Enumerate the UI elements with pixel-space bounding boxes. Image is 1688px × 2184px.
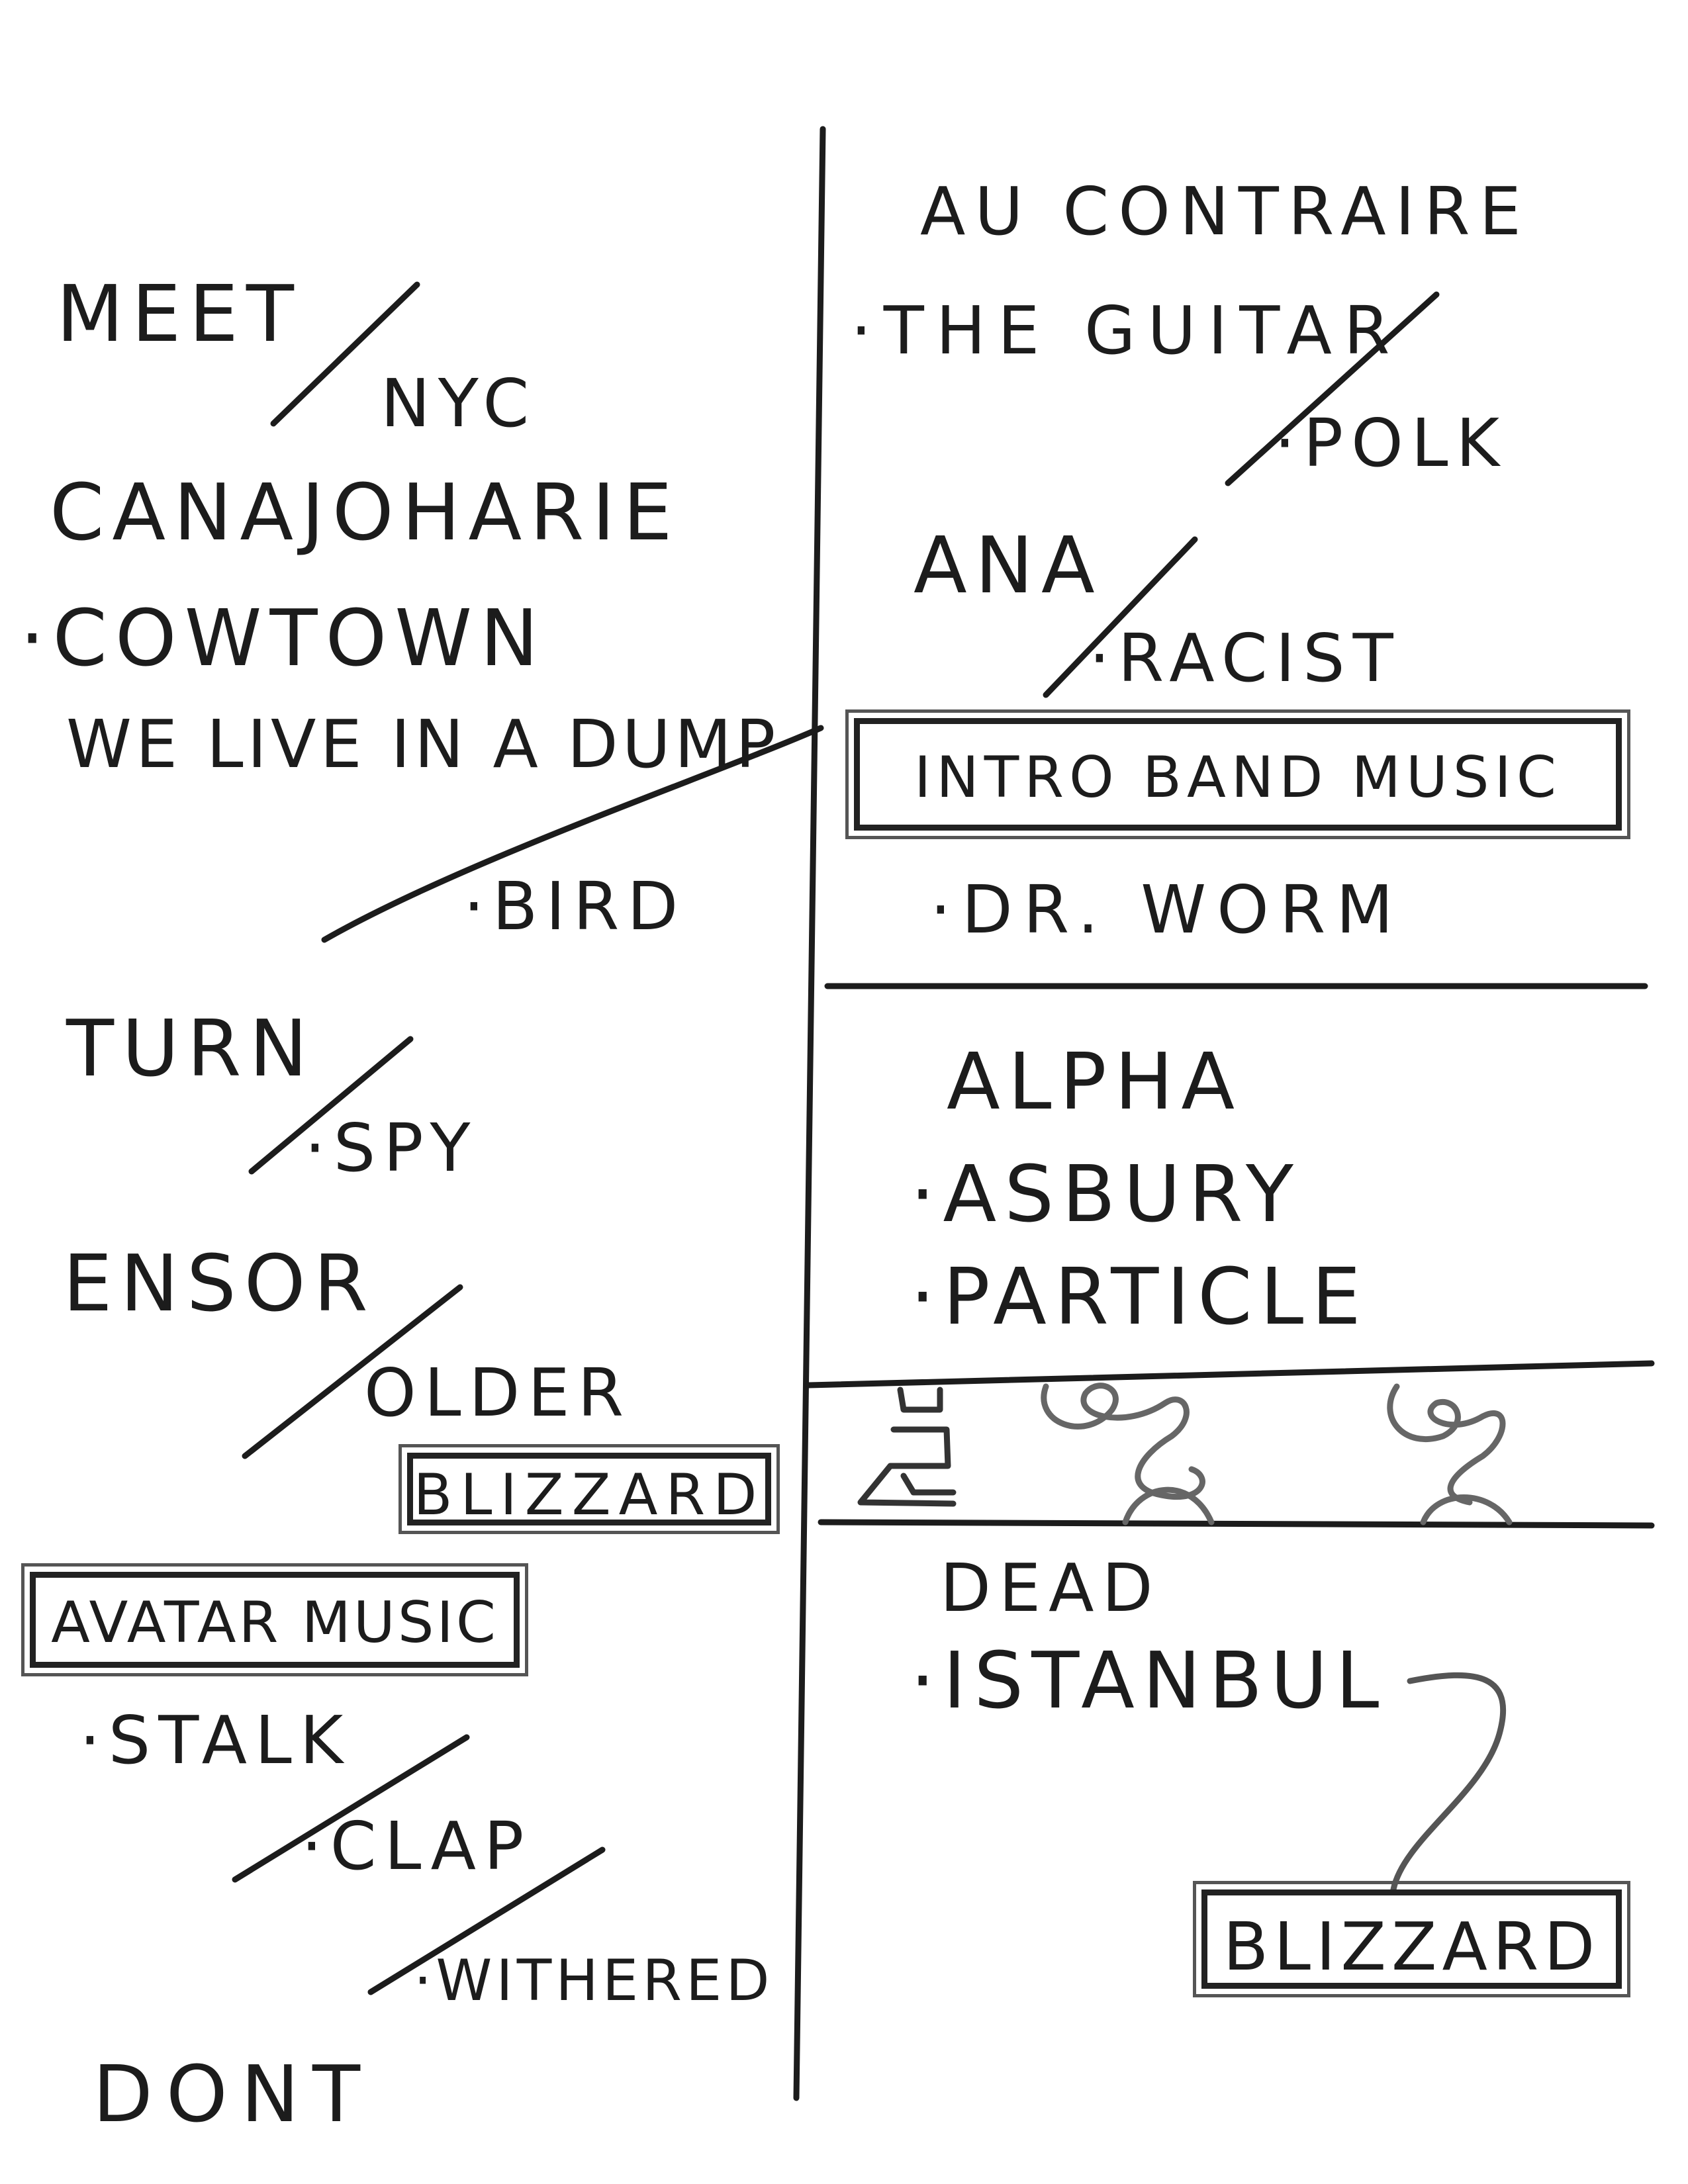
song-polk: ·POLK	[1274, 404, 1508, 482]
doodle-swirl-left	[1041, 1383, 1215, 1525]
box-intro-band-music: INTRO BAND MUSIC	[845, 709, 1630, 839]
song-asbury: ·ASBURY	[910, 1148, 1301, 1240]
song-bird: ·BIRD	[463, 868, 686, 945]
slash-dump-bird	[321, 725, 824, 943]
song-dead: DEAD	[940, 1549, 1161, 1627]
song-nyc: NYC	[381, 365, 538, 442]
song-clap: ·CLAP	[301, 1807, 532, 1885]
song-canajoharie: CANAJOHARIE	[50, 467, 680, 558]
song-racist: ·RACIST	[1089, 619, 1401, 697]
song-alpha: ALPHA	[947, 1036, 1243, 1127]
label-avatar-music: AVATAR MUSIC	[51, 1590, 498, 1656]
slash-ana-racist	[1043, 536, 1198, 698]
connector-istanbul-blizzard	[1390, 1672, 1507, 1893]
song-withered: ·WITHERED	[414, 1948, 774, 2014]
song-spy: ·SPY	[305, 1109, 479, 1187]
song-the-guitar: ·THE GUITAR	[851, 292, 1402, 369]
slash-turn-spy	[248, 1036, 414, 1175]
song-dr-worm: ·DR. WORM	[930, 871, 1404, 948]
center-divider-line	[793, 126, 826, 2101]
song-we-live-in-a-dump: WE LIVE IN A DUMP	[66, 705, 780, 783]
song-cowtown: ·COWTOWN	[20, 592, 547, 684]
slash-clap-withered	[367, 1846, 606, 1995]
song-stalk: ·STALK	[79, 1702, 352, 1779]
slash-ensor-older	[242, 1284, 463, 1459]
slash-stalk-clap	[232, 1734, 470, 1883]
song-au-contraire: AU CONTRAIRE	[920, 173, 1530, 250]
song-blizzard-big: BLIZZARD	[1223, 1908, 1601, 1985]
song-ana: ANA	[914, 520, 1103, 611]
doodle-stage-icon	[857, 1387, 957, 1507]
slash-meet-nyc	[270, 281, 420, 427]
song-particle: ·PARTICLE	[910, 1251, 1369, 1342]
box-avatar-music: AVATAR MUSIC	[21, 1563, 528, 1676]
song-istanbul: ·ISTANBUL	[910, 1635, 1387, 1726]
box-blizzard-small: BLIZZARD	[399, 1444, 780, 1534]
song-ensor: ENSOR	[63, 1238, 376, 1329]
song-dont: DONT	[93, 2048, 374, 2140]
song-older: OLDER	[364, 1354, 632, 1432]
separator-line-top-doodle	[806, 1360, 1655, 1388]
label-intro-band-music: INTRO BAND MUSIC	[914, 745, 1562, 811]
box-blizzard-big: BLIZZARD	[1193, 1881, 1630, 1997]
separator-line-bottom-doodle	[818, 1519, 1655, 1529]
slash-guitar-polk	[1225, 291, 1440, 486]
song-blizzard-small: BLIZZARD	[413, 1462, 765, 1528]
doodle-swirl-right	[1387, 1383, 1513, 1525]
song-meet: MEET	[56, 268, 303, 359]
song-turn: TURN	[66, 1003, 316, 1094]
